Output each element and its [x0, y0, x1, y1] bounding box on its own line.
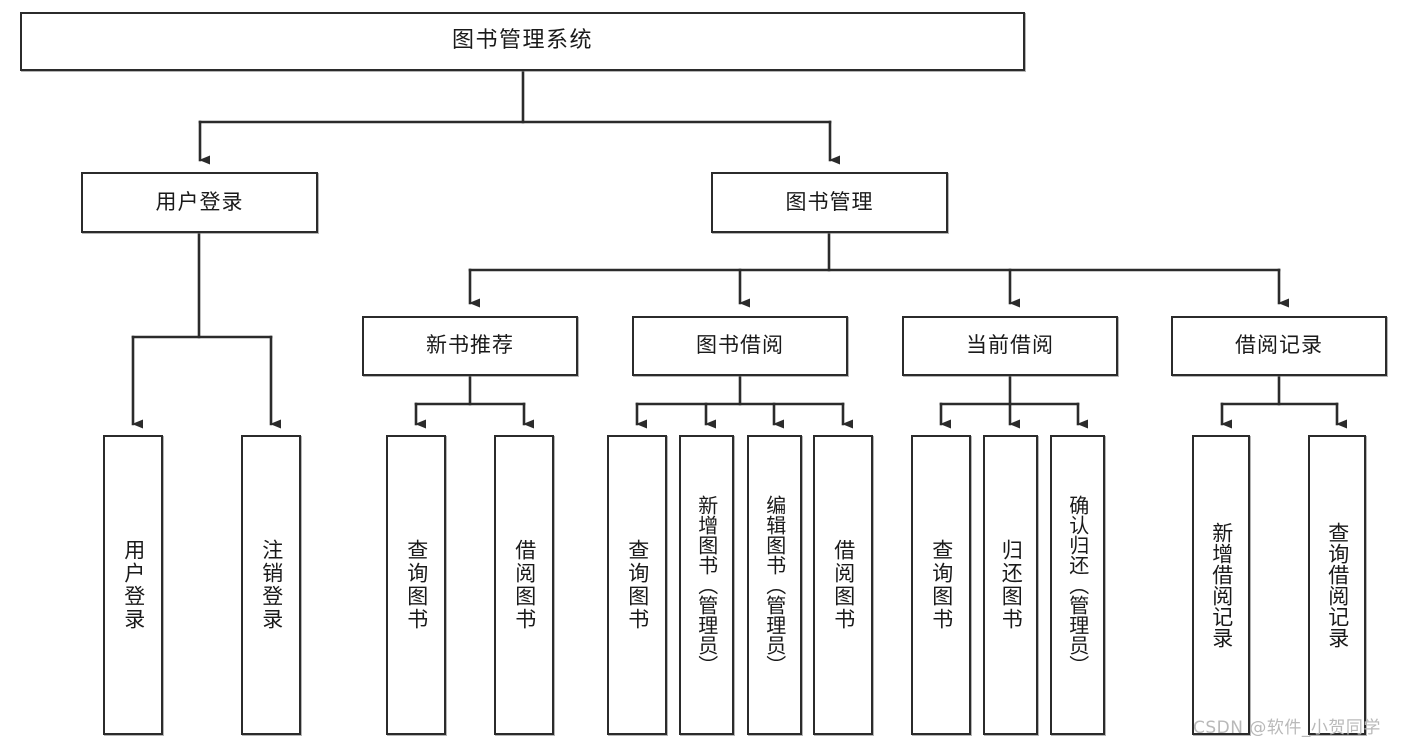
- node-leaf-edit-book-label: 编辑图书（管理员）: [762, 495, 787, 675]
- node-new-book-recommend-label: 新书推荐: [426, 333, 514, 358]
- node-leaf-borrow-book-1[interactable]: 借阅图书: [494, 435, 554, 735]
- node-current-borrow[interactable]: 当前借阅: [902, 316, 1118, 376]
- node-leaf-user-login[interactable]: 用户登录: [103, 435, 163, 735]
- node-leaf-return-book[interactable]: 归还图书: [983, 435, 1038, 735]
- csdn-watermark: CSDN @软件_小贺同学: [1193, 718, 1381, 738]
- node-leaf-user-login-label: 用户登录: [121, 539, 146, 631]
- node-leaf-edit-book[interactable]: 编辑图书（管理员）: [747, 435, 802, 735]
- node-leaf-query-book-3-label: 查询图书: [929, 539, 954, 631]
- node-book-borrow[interactable]: 图书借阅: [632, 316, 848, 376]
- node-leaf-borrow-book-2[interactable]: 借阅图书: [813, 435, 873, 735]
- node-leaf-add-book[interactable]: 新增图书（管理员）: [679, 435, 734, 735]
- node-borrow-record[interactable]: 借阅记录: [1171, 316, 1387, 376]
- node-borrow-record-label: 借阅记录: [1235, 333, 1323, 358]
- node-root-label: 图书管理系统: [451, 28, 593, 54]
- node-leaf-query-record-label: 查询借阅记录: [1325, 522, 1350, 648]
- node-leaf-query-book-1-label: 查询图书: [404, 539, 429, 631]
- node-leaf-add-book-label: 新增图书（管理员）: [694, 495, 719, 675]
- node-leaf-logout-login[interactable]: 注销登录: [241, 435, 301, 735]
- node-leaf-borrow-book-2-label: 借阅图书: [831, 539, 856, 631]
- node-book-borrow-label: 图书借阅: [696, 333, 784, 358]
- node-leaf-query-book-3[interactable]: 查询图书: [911, 435, 971, 735]
- node-user-login[interactable]: 用户登录: [81, 172, 318, 233]
- node-current-borrow-label: 当前借阅: [966, 333, 1054, 358]
- node-leaf-confirm-return-label: 确认归还（管理员）: [1065, 495, 1090, 675]
- node-leaf-return-book-label: 归还图书: [999, 539, 1024, 631]
- node-leaf-add-record[interactable]: 新增借阅记录: [1192, 435, 1250, 735]
- node-leaf-query-book-2-label: 查询图书: [625, 539, 650, 631]
- node-new-book-recommend[interactable]: 新书推荐: [362, 316, 578, 376]
- node-leaf-confirm-return[interactable]: 确认归还（管理员）: [1050, 435, 1105, 735]
- node-leaf-logout-login-label: 注销登录: [259, 539, 284, 631]
- node-leaf-add-record-label: 新增借阅记录: [1209, 522, 1234, 648]
- node-book-management[interactable]: 图书管理: [711, 172, 948, 233]
- node-leaf-query-book-2[interactable]: 查询图书: [607, 435, 667, 735]
- node-user-login-label: 用户登录: [155, 189, 244, 214]
- node-leaf-borrow-book-1-label: 借阅图书: [512, 539, 537, 631]
- node-book-management-label: 图书管理: [785, 189, 874, 214]
- node-leaf-query-book-1[interactable]: 查询图书: [386, 435, 446, 735]
- node-leaf-query-record[interactable]: 查询借阅记录: [1308, 435, 1366, 735]
- node-root-system[interactable]: 图书管理系统: [20, 12, 1025, 71]
